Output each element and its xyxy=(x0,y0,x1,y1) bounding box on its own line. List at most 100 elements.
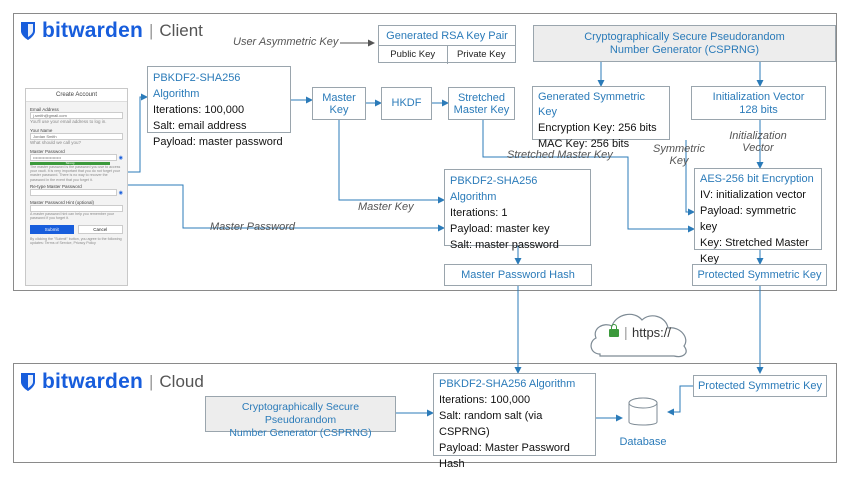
form-header: Create Account xyxy=(26,89,127,102)
eye-icon[interactable]: ◉ xyxy=(118,189,123,196)
cloud-brand-context-label: Cloud xyxy=(159,372,204,391)
initialization-vector-label: Initialization Vector xyxy=(726,130,790,154)
terms-text: By clicking the "Submit" button, you agr… xyxy=(30,237,122,246)
eye-icon[interactable]: ◉ xyxy=(118,154,123,161)
retype-field[interactable] xyxy=(30,189,117,196)
shield-icon xyxy=(21,22,35,40)
cloud-brand: bitwarden | Cloud xyxy=(20,370,204,394)
retype-label: Re-type Master Password xyxy=(30,184,82,189)
symmetric-key-label-line2: Key xyxy=(669,155,689,167)
name-label: Your Name xyxy=(30,128,53,133)
symmetric-key-label: Symmetric Key xyxy=(648,143,710,167)
pbkdf2-hash-title: PBKDF2-SHA256 Algorithm xyxy=(450,175,538,203)
cancel-button[interactable]: Cancel xyxy=(77,225,123,234)
aes-iv: IV: initialization vector xyxy=(700,189,806,201)
client-brand: bitwarden | Client xyxy=(20,18,203,44)
email-label: Email Address xyxy=(30,107,59,112)
master-password-label: Master Password xyxy=(210,221,295,233)
lock-shackle xyxy=(611,324,617,330)
master-password-label: Master Password xyxy=(30,149,65,154)
aes-encryption-box: AES-256 bit Encryption IV: initializatio… xyxy=(694,168,822,265)
pbkdf2-cloud-salt: Salt: random salt (via CSPRNG) xyxy=(439,410,543,438)
symmetric-key-label-line1: Symmetric xyxy=(653,143,705,155)
initialization-vector-box: Initialization Vector 128 bits xyxy=(691,86,826,120)
strength-meter: Strong xyxy=(30,162,110,165)
cloud-psk-label: Protected Symmetric Key xyxy=(697,380,823,392)
lock-icon xyxy=(609,329,619,337)
database-icon xyxy=(628,397,658,426)
pbkdf2-cloud-box: PBKDF2-SHA256 Algorithm Iterations: 100,… xyxy=(433,373,596,470)
master-password-hint-text: The master password is the password you … xyxy=(30,165,121,182)
cloud-csprng-line2: Number Generator (CSPRNG) xyxy=(229,427,372,439)
pbkdf2-client-iterations: Iterations: 100,000 xyxy=(153,104,245,116)
brand-context-label: Client xyxy=(159,21,203,40)
master-key-box: Master Key xyxy=(312,87,366,120)
iv-line2: 128 bits xyxy=(739,104,778,116)
master-password-field[interactable]: •••••••••••••••••••• xyxy=(30,154,117,161)
cloud-brand-name: bitwarden xyxy=(42,370,143,393)
csprng-client-box: Cryptographically Secure Pseudorandom Nu… xyxy=(533,25,836,62)
pbkdf2-client-salt: Salt: email address xyxy=(153,120,247,132)
pbkdf2-cloud-payload-cont: Hash xyxy=(439,458,465,470)
pbkdf2-client-box: PBKDF2-SHA256 Algorithm Iterations: 100,… xyxy=(147,66,291,148)
pbkdf2-cloud-title: PBKDF2-SHA256 Algorithm xyxy=(439,378,576,390)
pbkdf2-hash-box: PBKDF2-SHA256 Algorithm Iterations: 1 Pa… xyxy=(444,169,591,251)
pbkdf2-client-payload: Payload: master password xyxy=(153,136,283,148)
aes-key: Key: Stretched Master xyxy=(700,237,809,249)
stretched-line2: Master Key xyxy=(453,104,510,116)
aes-title: AES-256 bit Encryption xyxy=(700,173,814,185)
https-cloud: | https:// xyxy=(586,308,694,360)
mph-label: Master Password Hash xyxy=(461,269,575,281)
brand-separator: | xyxy=(148,21,154,40)
stretched-line1: Stretched xyxy=(457,92,506,104)
database-label: Database xyxy=(619,436,667,448)
private-key-label: Private Key xyxy=(456,49,506,60)
hint-label: Master Password Hint (optional) xyxy=(30,200,95,205)
init-vector-label-line1: Initialization xyxy=(729,130,787,142)
pbkdf2-cloud-iterations: Iterations: 100,000 xyxy=(439,394,531,406)
master-key-label: Master Key xyxy=(358,201,414,213)
email-field[interactable]: j.smith@gmail.com xyxy=(30,112,123,119)
email-hint: You'll use your email address to log in. xyxy=(30,119,107,124)
https-label: https:// xyxy=(632,325,672,340)
gen-sym-encryption: Encryption Key: 256 bits xyxy=(538,122,657,134)
pbkdf2-hash-salt: Salt: master password xyxy=(450,239,559,251)
hint-field[interactable] xyxy=(30,205,123,212)
master-key-line2: Key xyxy=(329,104,349,116)
name-hint: What should we call you? xyxy=(30,140,82,145)
cloud-protected-symmetric-key-box: Protected Symmetric Key xyxy=(693,375,827,397)
user-asymmetric-key-label: User Asymmetric Key xyxy=(233,36,339,48)
init-vector-label-line2: Vector xyxy=(742,142,774,154)
url-separator: | xyxy=(624,324,628,340)
master-key-line1: Master xyxy=(322,92,356,104)
create-account-form: Create Account Email Address j.smith@gma… xyxy=(25,88,128,286)
cloud-csprng-line1: Cryptographically Secure Pseudorandom xyxy=(241,401,360,426)
submit-button[interactable]: Submit xyxy=(30,225,74,234)
database: Database xyxy=(618,396,668,451)
public-key-label: Public Key xyxy=(379,46,448,64)
cloud-brand-separator: | xyxy=(148,372,154,391)
pbkdf2-hash-payload: Payload: master key xyxy=(450,223,550,235)
csprng-line2: Number Generator (CSPRNG) xyxy=(609,44,760,56)
iv-line1: Initialization Vector xyxy=(712,91,805,103)
stretched-master-key-box: Stretched Master Key xyxy=(448,87,515,120)
gen-sym-title: Generated Symmetric Key xyxy=(538,91,645,118)
csprng-line1: Cryptographically Secure Pseudorandom xyxy=(584,31,785,43)
psk-label: Protected Symmetric Key xyxy=(697,269,822,281)
aes-payload: Payload: symmetric key xyxy=(700,205,796,233)
pbkdf2-hash-iterations: Iterations: 1 xyxy=(450,207,508,219)
shield-icon xyxy=(21,373,35,391)
aes-key-cont: Key xyxy=(700,253,719,265)
rsa-key-pair-box: Generated RSA Key Pair Public Key Privat… xyxy=(378,25,516,64)
protected-symmetric-key-box: Protected Symmetric Key xyxy=(692,264,827,286)
brand-name: bitwarden xyxy=(42,19,143,42)
rsa-title: Generated RSA Key Pair xyxy=(386,30,508,42)
name-field[interactable]: Jordan Smith xyxy=(30,133,123,140)
gen-sym-mac: MAC Key: 256 bits xyxy=(538,138,630,150)
hkdf-label: HKDF xyxy=(391,97,422,109)
pbkdf2-client-title: PBKDF2-SHA256 Algorithm xyxy=(153,72,241,100)
generated-symmetric-key-box: Generated Symmetric Key Encryption Key: … xyxy=(532,86,670,150)
hkdf-box: HKDF xyxy=(381,87,432,120)
hint-hint: A master password hint can help you reme… xyxy=(30,212,115,221)
pbkdf2-cloud-payload: Payload: Master Password xyxy=(439,442,570,454)
